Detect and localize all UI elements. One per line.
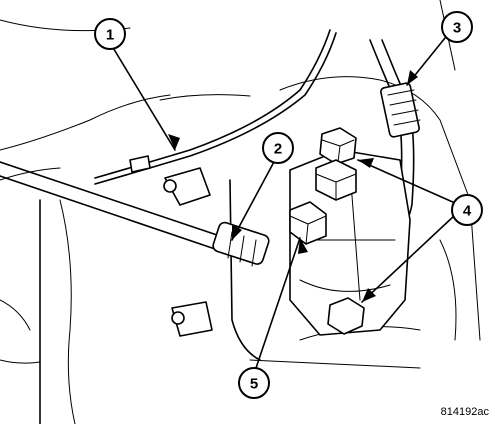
brake-line-upper (94, 29, 337, 185)
bolt-lower (327, 297, 365, 335)
bolt-upper-2 (315, 159, 357, 201)
callout-1: 1 (94, 18, 126, 50)
callout-1-label: 1 (106, 27, 114, 44)
brake-tube-left (0, 161, 270, 267)
bleeder-screw-lower (171, 301, 213, 337)
bolt-5 (289, 201, 327, 245)
callout-2-label: 2 (274, 141, 282, 158)
bleeder-screw-upper (163, 167, 211, 206)
bolt-upper-1 (319, 127, 357, 165)
figure-id: 814192ac (440, 406, 489, 418)
arrowheads (168, 70, 418, 302)
housing-outline (0, 0, 481, 424)
callout-4-label: 4 (463, 203, 472, 220)
callout-5: 5 (238, 367, 270, 399)
callout-4: 4 (451, 194, 483, 226)
callout-3: 3 (441, 11, 473, 43)
callout-2: 2 (262, 132, 294, 164)
callout-5-label: 5 (250, 376, 258, 393)
callout-3-label: 3 (453, 20, 461, 37)
